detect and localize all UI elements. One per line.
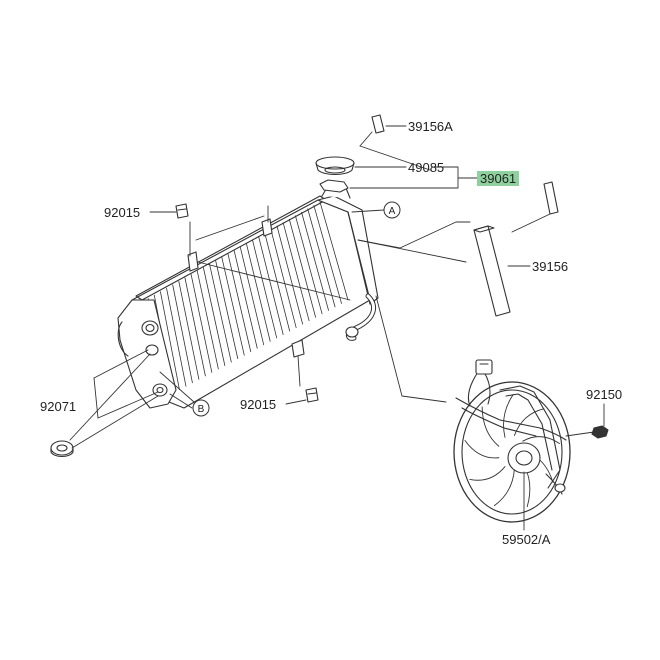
radiator-fin [245,242,271,342]
part-label-49085[interactable]: 49085 [408,160,445,175]
radiator-fin [233,249,258,349]
leader-lines [69,125,605,531]
part-label-92150[interactable]: 92150 [586,387,623,402]
callout-a: A [383,201,401,219]
svg-text:B: B [198,404,205,415]
radiator-fin [221,256,245,356]
part-label-39156[interactable]: 39156 [532,259,569,274]
fan-assembly [453,359,571,523]
rubber-pad-small [371,114,559,215]
radiator-fin [252,239,278,339]
fan-blade [464,440,500,459]
rubber-pad-long [473,225,511,317]
radiator-fin [184,277,206,377]
fan-blade [493,468,515,507]
radiator-core [117,185,379,409]
radiator-fin [319,201,349,301]
part-label-39156a[interactable]: 39156A [408,119,453,134]
radiator-fin [288,218,316,318]
radiator-fin [190,274,213,373]
radiator-fin [239,246,265,346]
radiator-fin [202,267,226,366]
nut [591,425,609,439]
fan-blade [503,393,514,438]
radiator-fin [178,280,200,380]
part-label-92015-lower[interactable]: 92015 [240,397,277,412]
radiator-fin [166,287,187,387]
fan-blade [513,408,545,436]
radiator-fin [282,222,310,322]
radiator-fin [276,225,304,325]
fan-blade [522,436,560,444]
radiator-fin [209,263,232,363]
radiator-fin [307,208,336,308]
part-label-92015-upper[interactable]: 92015 [104,205,141,220]
part-label-59502a[interactable]: 59502/A [502,532,551,547]
radiator-fin [160,291,180,391]
clip-upper [175,203,189,219]
radiator-cap [315,156,355,176]
radiator-fin [215,260,239,360]
radiator-fin [258,236,284,335]
radiator-fin [295,215,323,315]
radiator-fin [270,229,297,328]
clip-lower [305,387,319,403]
grommet [50,440,74,458]
filler-neck [319,179,349,193]
fan-blade [469,466,506,481]
svg-text:A: A [389,206,396,217]
radiator-fin [196,270,219,370]
radiator-fin [172,284,193,384]
radiator-fin [301,211,329,311]
radiator-fin [313,205,342,304]
fan-blade [481,406,500,447]
part-label-39061[interactable]: 39061 [477,171,520,186]
part-label-92071[interactable]: 92071 [40,399,77,414]
callout-b: B [192,399,210,417]
